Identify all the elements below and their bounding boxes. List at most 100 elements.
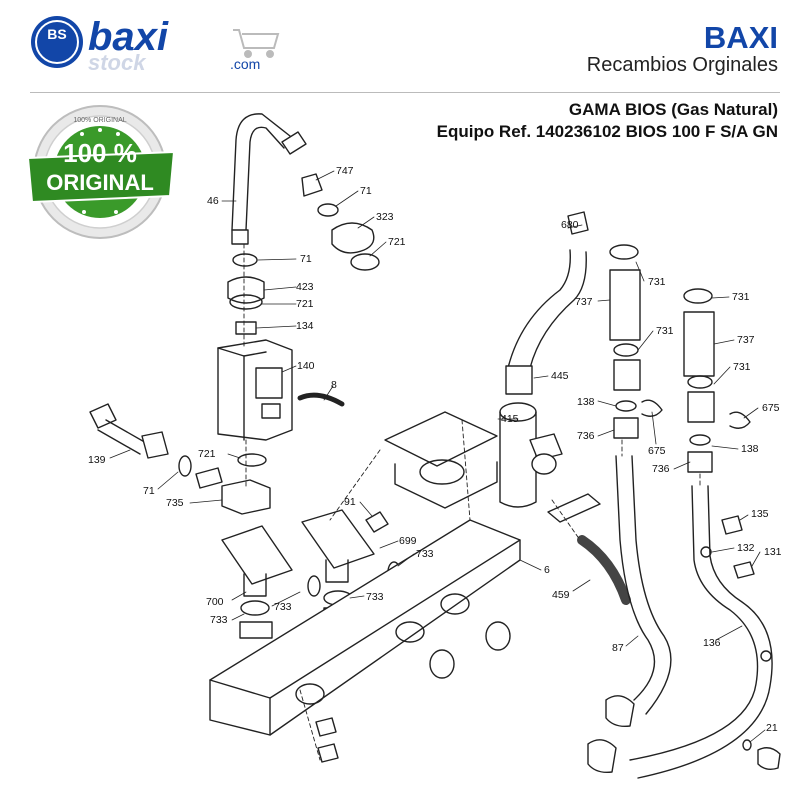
clip-675-a — [641, 399, 663, 417]
part-label-721: 721 — [296, 298, 314, 310]
pipe-136 — [587, 485, 773, 779]
nut-frame-a — [429, 649, 455, 679]
small-bracket — [547, 493, 601, 523]
part-91 — [365, 511, 389, 533]
header-divider — [30, 92, 780, 93]
part-21 — [757, 747, 781, 771]
part-label-323: 323 — [376, 211, 394, 223]
pipe-87 — [605, 455, 672, 728]
assembly-guide-lines — [243, 243, 701, 761]
logo-domain: .com — [230, 56, 260, 72]
part-label-140: 140 — [297, 360, 315, 372]
bracket-hole — [419, 459, 465, 485]
part-label-731: 731 — [733, 361, 751, 373]
part-label-71: 71 — [360, 185, 372, 197]
brand-name: BAXI — [703, 20, 778, 55]
baxistock-logo[interactable]: BS baxi stock .com — [28, 12, 288, 78]
nut-frame-b — [485, 621, 511, 651]
part-label-736: 736 — [652, 463, 670, 475]
bracket-plate-side — [394, 461, 498, 509]
seal-big-text: 100 % — [63, 138, 137, 168]
part-label-131: 131 — [764, 546, 782, 558]
connector-column-a — [609, 244, 641, 439]
part-label-747: 747 — [336, 165, 354, 177]
flue-pipe-445 — [505, 249, 587, 395]
part-680 — [567, 211, 589, 235]
part-label-675: 675 — [762, 402, 780, 414]
part-323 — [331, 222, 375, 254]
part-label-445: 445 — [551, 370, 569, 382]
part-label-71: 71 — [300, 253, 312, 265]
page-title: GAMA BIOS (Gas Natural) Equipo Ref. 1402… — [437, 99, 778, 143]
part-132 — [700, 546, 712, 558]
seal-ring-text: 100% ORIGINAL — [73, 117, 126, 124]
part-label-21: 21 — [766, 722, 778, 734]
fitting-lower-a — [315, 717, 337, 737]
part-label-736: 736 — [577, 430, 595, 442]
part-label-700: 700 — [206, 596, 224, 608]
part-label-459: 459 — [552, 589, 570, 601]
part-label-46: 46 — [207, 195, 219, 207]
sensor-131 — [733, 561, 755, 579]
clip-675-b — [729, 411, 751, 429]
part-21-washer — [742, 739, 752, 751]
part-label-733: 733 — [210, 614, 228, 626]
connector-column-b — [683, 288, 715, 473]
logo-badge-text: BS — [47, 26, 66, 42]
title-line-1: GAMA BIOS (Gas Natural) — [568, 100, 778, 119]
part-721-upper — [350, 253, 380, 271]
logo-word-top: baxi — [88, 15, 169, 59]
part-label-135: 135 — [751, 508, 769, 520]
part-label-71: 71 — [143, 485, 155, 497]
hose-459 — [577, 535, 631, 605]
part-747 — [301, 173, 323, 197]
part-71-upper — [317, 203, 339, 217]
part-label-132: 132 — [737, 542, 755, 554]
part-label-733: 733 — [366, 591, 384, 603]
pump-415 — [499, 402, 563, 508]
part-71-mid — [232, 253, 258, 267]
part-label-731: 731 — [656, 325, 674, 337]
part-label-8: 8 — [331, 379, 337, 391]
brand-subtitle: Recambios Orginales — [586, 54, 778, 76]
part-label-721: 721 — [198, 448, 216, 460]
part-label-136: 136 — [703, 637, 721, 649]
title-line-2: Equipo Ref. 140236102 BIOS 100 F S/A GN — [436, 122, 778, 141]
part-label-737: 737 — [575, 296, 593, 308]
part-label-699: 699 — [399, 535, 417, 547]
pipe-46 — [231, 113, 307, 245]
seal-word: ORIGINAL — [46, 170, 154, 195]
part-label-423: 423 — [296, 281, 314, 293]
part-71-lower — [178, 455, 192, 477]
part-8-cable — [297, 392, 345, 407]
part-label-6: 6 — [544, 564, 550, 576]
part-label-134: 134 — [296, 320, 314, 332]
pipe-139 — [89, 403, 169, 459]
logo-word-bottom: stock — [88, 50, 147, 75]
part-label-721: 721 — [388, 236, 406, 248]
part-134 — [235, 321, 257, 335]
part-735 — [221, 479, 271, 515]
sensor-135 — [721, 515, 743, 535]
plug-right — [760, 650, 772, 662]
washer-733-a — [307, 575, 321, 597]
seal-stars — [80, 128, 120, 214]
part-label-415: 415 — [501, 413, 519, 425]
part-721-lower — [237, 453, 267, 467]
part-label-91: 91 — [344, 496, 356, 508]
gas-valve-140 — [217, 339, 293, 441]
original-seal-badge: 100 % ORIGINAL 100% ORIGINAL — [26, 105, 176, 239]
part-label-138: 138 — [577, 396, 595, 408]
part-label-731: 731 — [648, 276, 666, 288]
part-label-680: 680 — [561, 219, 579, 231]
cart-icon — [233, 29, 280, 58]
part-label-731: 731 — [732, 291, 750, 303]
part-label-675: 675 — [648, 445, 666, 457]
part-label-733: 733 — [416, 548, 434, 560]
part-721-mid — [229, 294, 263, 310]
part-label-139: 139 — [88, 454, 106, 466]
tap-700 — [221, 525, 293, 639]
bracket-plate — [384, 411, 498, 467]
